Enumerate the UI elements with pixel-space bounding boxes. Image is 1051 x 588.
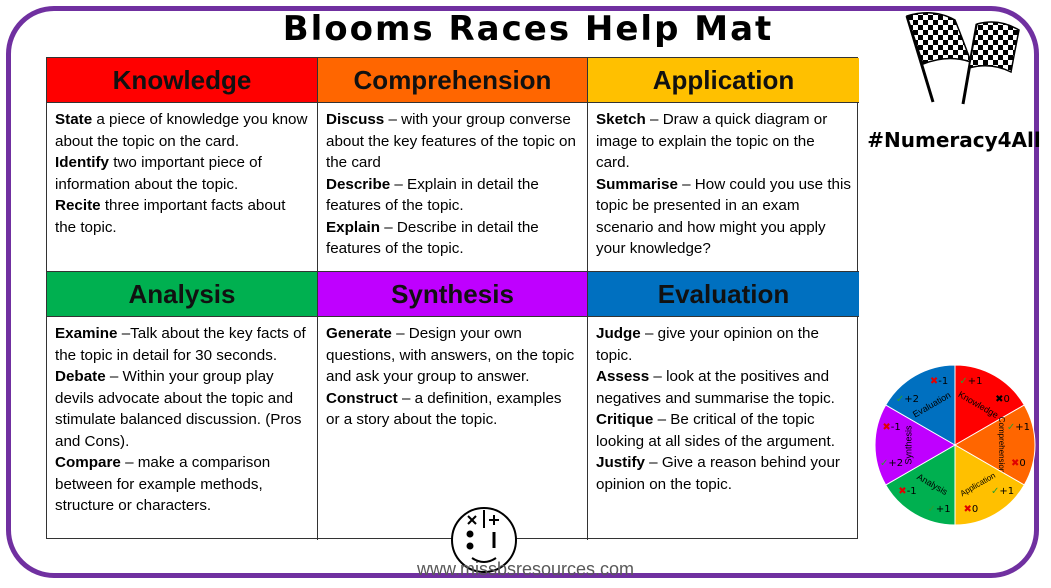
wheel-plus-score: ✓+2 [896,394,919,405]
cell-knowledge: State a piece of knowledge you know abou… [47,103,318,272]
list-item: Examine –Talk about the key facts of the… [55,323,309,366]
term: Critique [596,411,654,428]
wheel-minus-score: ✖-1 [930,376,948,387]
wheel-plus-score: ✓+1 [1007,422,1030,433]
term: Debate [55,368,106,385]
header-application: Application [588,58,859,103]
header-analysis: Analysis [47,272,318,317]
header-synthesis: Synthesis [318,272,588,317]
thinking-face-icon [451,507,517,573]
description: – How could you use this topic be presen… [596,175,851,258]
description: – a definition, examples or a story abou… [326,389,562,429]
wheel-segment-evaluation [885,364,956,446]
description: – Describe in detail the features of the… [326,218,539,258]
description: – give your opinion on the topic. [596,325,819,364]
wheel-plus-score: ✓+1 [928,504,951,515]
list-item: Generate – Design your own questions, wi… [326,323,579,388]
description: – Explain in detail the features of the … [326,175,539,215]
wheel-segment-application [954,444,1025,526]
wheel-label-synthesis: Synthesis [903,425,913,465]
description: two important piece of information about… [55,154,262,193]
list-item: Sketch – Draw a quick diagram or image t… [596,109,851,174]
list-item: Justify – Give a reason behind your opin… [596,452,851,495]
term: Explain [326,218,381,236]
description: a piece of knowledge you know about the … [55,111,308,150]
header-comprehension: Comprehension [318,58,588,103]
wheel-minus-score: ✖0 [1011,458,1026,469]
hashtag-label: #Numeracy4All [867,128,1041,152]
list-item: Compare – make a comparison between for … [55,452,309,517]
list-item: Assess – look at the positives and negat… [596,366,851,409]
wheel-minus-score: ✖-1 [898,486,916,497]
wheel-segment-comprehension [954,404,1036,486]
term: Sketch [596,111,646,128]
description: – Give a reason behind your opinion on t… [596,454,840,493]
wheel-segment-knowledge [954,364,1025,446]
list-item: Critique – Be critical of the topic look… [596,409,851,452]
list-item: Discuss – with your group converse about… [326,109,579,174]
wheel-minus-score: ✖0 [964,504,979,515]
footer-url: www.missbsresources.com [416,559,635,579]
term: Recite [55,197,101,214]
cell-comprehension: Discuss – with your group converse about… [318,103,588,272]
list-item: Identify two important piece of informat… [55,152,309,195]
wheel-segment-analysis [885,444,956,526]
list-item: Recite three important facts about the t… [55,195,309,238]
term: Identify [55,154,110,171]
term: Compare [55,454,121,471]
description: –Talk about the key facts of the topic i… [55,325,306,364]
help-mat-table: Knowledge Comprehension Application Stat… [46,57,859,573]
list-item: Judge – give your opinion on the topic. [596,323,851,366]
wheel-plus-score: ✓+1 [991,486,1014,497]
wheel-minus-score: ✖-1 [882,422,900,433]
list-item: State a piece of knowledge you know abou… [55,109,309,152]
description: – Design your own questions, with answer… [326,325,575,385]
description: – make a comparison between for example … [55,454,271,514]
list-item: Describe – Explain in detail the feature… [326,174,579,217]
list-item: Explain – Describe in detail the feature… [326,217,579,260]
description: – Within your group play devils advocate… [55,368,302,450]
header-evaluation: Evaluation [588,272,859,317]
header-knowledge: Knowledge [47,58,318,103]
description: three important facts about the topic. [55,197,286,236]
list-item: Construct – a definition, examples or a … [326,388,579,431]
wheel-minus-score: ✖0 [995,394,1010,405]
cell-synthesis: Generate – Design your own questions, wi… [318,317,588,573]
term: Summarise [596,175,678,193]
scoring-wheel: Knowledge✓+1✖0Comprehension✓+1✖0Applicat… [874,364,1036,526]
list-item: Debate – Within your group play devils a… [55,366,309,452]
term: Assess [596,368,650,385]
description: – Draw a quick diagram or image to expla… [596,111,828,171]
term: Discuss [326,111,385,128]
term: Construct [326,389,398,407]
page-title: Blooms Races Help Mat [282,9,774,49]
term: State [55,111,93,128]
description: – Be critical of the topic looking at al… [596,411,835,450]
cell-evaluation: Judge – give your opinion on the topic. … [588,317,859,540]
term: Generate [326,325,392,342]
term: Describe [326,175,391,193]
wheel-segment-synthesis [874,404,956,486]
checkered-flags-icon [905,12,1020,105]
page-frame [6,6,1039,578]
term: Judge [596,325,641,342]
term: Justify [596,454,645,471]
wheel-plus-score: ✓+1 [959,376,982,387]
wheel-label-comprehension: Comprehension [997,417,1006,473]
cell-application: Sketch – Draw a quick diagram or image t… [588,103,859,272]
list-item: Summarise – How could you use this topic… [596,174,851,260]
description: – with your group converse about the key… [326,111,576,171]
description: – look at the positives and negatives an… [596,368,835,407]
term: Examine [55,325,118,342]
cell-analysis: Examine –Talk about the key facts of the… [47,317,318,540]
wheel-plus-score: ✓+2 [880,458,903,469]
